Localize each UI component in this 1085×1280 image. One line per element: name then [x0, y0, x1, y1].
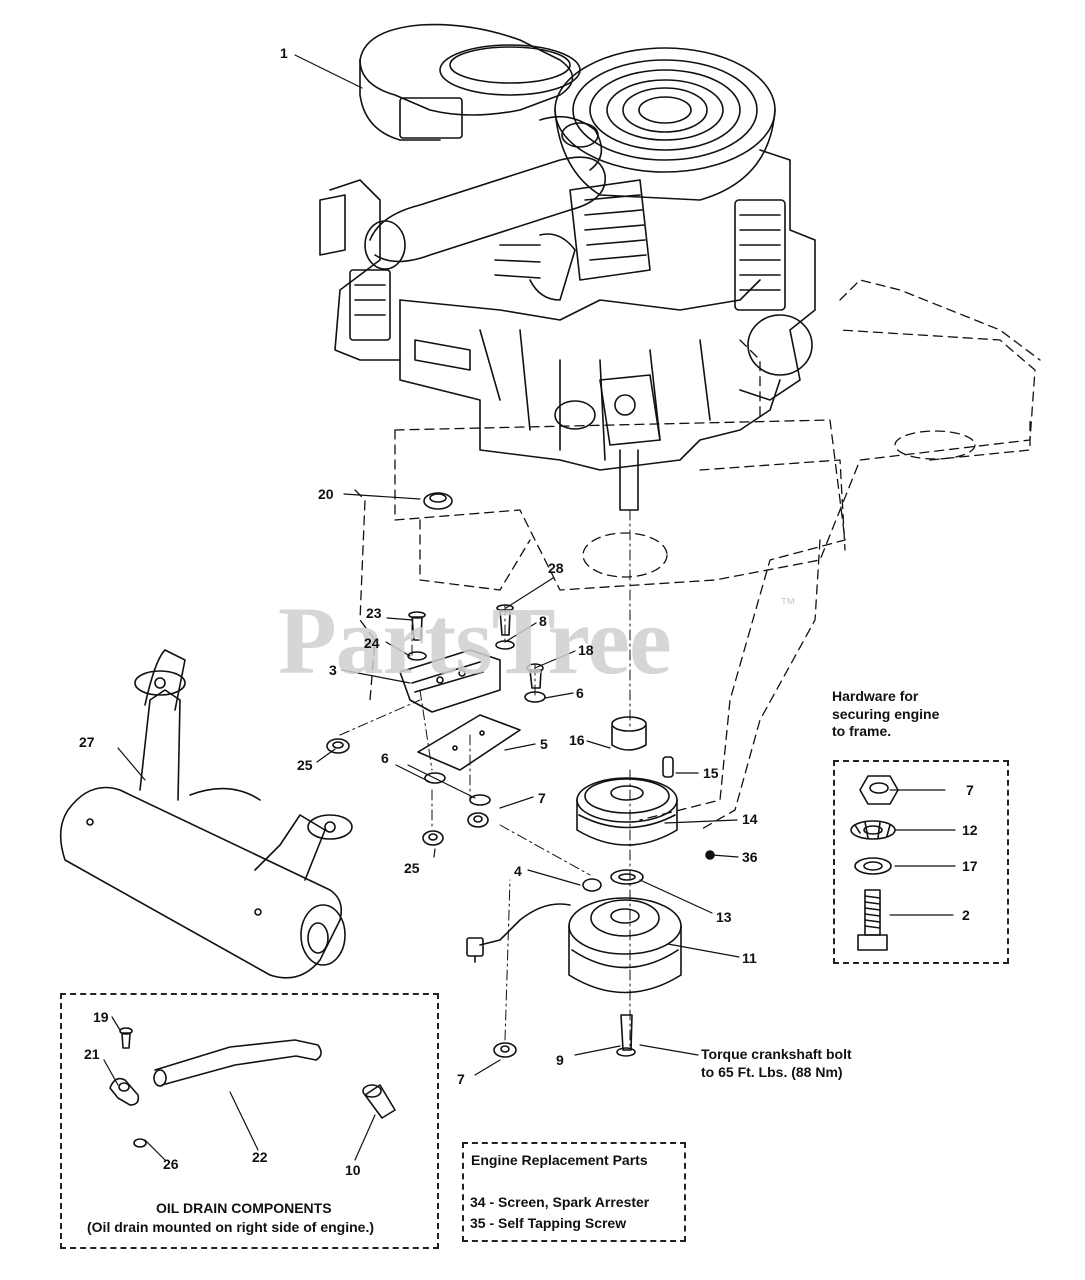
hardware-parts: [326, 492, 715, 1058]
part-label-9: 9: [556, 1052, 564, 1068]
part-label-11: 11: [742, 950, 757, 966]
part-label-19: 19: [93, 1009, 109, 1025]
part-label-15: 15: [703, 765, 719, 781]
muffler: [59, 649, 353, 979]
part-label-21: 21: [84, 1046, 100, 1062]
part-label-20: 20: [318, 486, 334, 502]
part-label-27: 27: [79, 734, 95, 750]
oil-drain-parts: [109, 1027, 396, 1148]
hardware-note-line1: Hardware for: [832, 688, 919, 704]
part-label-26: 26: [163, 1156, 179, 1172]
replacement-parts-title: Engine Replacement Parts: [471, 1152, 648, 1168]
part-label-5: 5: [540, 736, 548, 752]
part-label-22: 22: [252, 1149, 268, 1165]
part-label-6-upper: 6: [576, 685, 584, 701]
part-label-36: 36: [742, 849, 758, 865]
replacement-item-35: 35 - Self Tapping Screw: [470, 1215, 627, 1231]
frame-outline: [354, 279, 1041, 831]
replacement-parts-box: [462, 1142, 686, 1242]
hardware-note: Hardware for securing engine to frame.: [832, 688, 939, 741]
part-label-6-lower: 6: [381, 750, 389, 766]
part-label-3: 3: [329, 662, 337, 678]
hardware-label-12: 12: [962, 822, 978, 838]
leader-lines: [103, 54, 956, 1161]
part-label-4: 4: [514, 863, 522, 879]
hardware-box: [833, 760, 1009, 964]
engine-assembly: [319, 23, 816, 511]
hardware-note-line3: to frame.: [832, 723, 892, 739]
torque-note: Torque crankshaft bolt to 65 Ft. Lbs. (8…: [701, 1046, 852, 1081]
part-label-16: 16: [569, 732, 585, 748]
part-label-7-middle: 7: [538, 790, 546, 806]
hardware-box-parts: [850, 775, 899, 951]
oil-drain-box: [60, 993, 439, 1249]
part-label-25-lower: 25: [404, 860, 420, 876]
torque-note-line1: Torque crankshaft bolt: [701, 1046, 852, 1062]
hardware-label-7: 7: [966, 782, 974, 798]
part-label-14: 14: [742, 811, 758, 827]
part-label-7-lower: 7: [457, 1071, 465, 1087]
part-label-1: 1: [280, 45, 288, 61]
watermark-logo: PartsTree: [278, 587, 672, 694]
replacement-item-34: 34 - Screen, Spark Arrester: [470, 1194, 650, 1210]
part-label-28: 28: [548, 560, 564, 576]
part-label-23: 23: [366, 605, 382, 621]
part-label-18: 18: [578, 642, 594, 658]
trademark-symbol: ™: [780, 596, 796, 613]
hardware-note-line2: securing engine: [832, 705, 940, 722]
torque-note-line2: to 65 Ft. Lbs. (88 Nm): [701, 1063, 843, 1080]
part-label-24: 24: [364, 635, 380, 651]
oil-drain-subtitle: (Oil drain mounted on right side of engi…: [87, 1219, 374, 1235]
part-label-25-left: 25: [297, 757, 313, 773]
oil-drain-title: OIL DRAIN COMPONENTS: [156, 1200, 332, 1216]
hardware-label-2: 2: [962, 907, 970, 923]
part-label-13: 13: [716, 909, 732, 925]
part-label-10: 10: [345, 1162, 361, 1178]
hardware-label-17: 17: [962, 858, 978, 874]
part-label-8: 8: [539, 613, 547, 629]
